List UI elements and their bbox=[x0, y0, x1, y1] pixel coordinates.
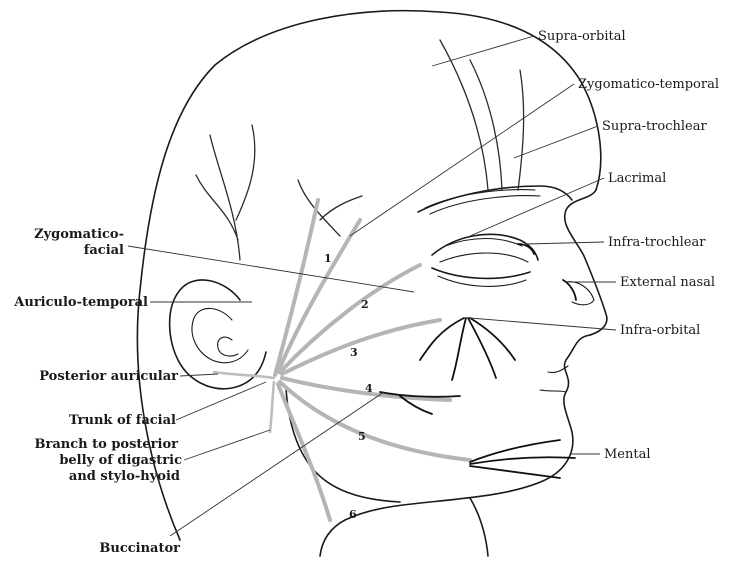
label-infra-trochlear: Infra-trochlear bbox=[608, 235, 706, 250]
ear-antihelix bbox=[192, 308, 248, 362]
branch-number-3: 3 bbox=[350, 346, 358, 359]
label-posterior-auricular: Posterior auricular bbox=[39, 369, 178, 384]
label-buccinator: Buccinator bbox=[99, 541, 180, 556]
leader-zygomatico-temporal bbox=[350, 84, 574, 236]
label-zygomatico-facial-line1: Zygomatico- bbox=[34, 227, 124, 242]
branch-number-6: 6 bbox=[349, 508, 357, 521]
label-branch-digastric-line2: belly of digastric bbox=[59, 453, 182, 468]
lower-eyelid bbox=[432, 268, 530, 278]
leader-infra-trochlear bbox=[526, 242, 604, 244]
label-infra-orbital: Infra-orbital bbox=[620, 323, 700, 338]
branch-number-4: 4 bbox=[365, 382, 373, 395]
leader-infra-orbital bbox=[470, 318, 616, 330]
mental-fan-2 bbox=[470, 457, 575, 464]
skull-outline bbox=[137, 11, 600, 540]
supratrochlear-vessel bbox=[518, 70, 524, 190]
leader-lines bbox=[128, 36, 616, 536]
label-auriculo-temporal: Auriculo-temporal bbox=[13, 295, 148, 310]
eyebrow-hatch-1 bbox=[425, 190, 535, 208]
label-mental: Mental bbox=[604, 447, 651, 462]
branch-number-1: 1 bbox=[324, 252, 332, 265]
leader-supra-orbital bbox=[432, 36, 534, 66]
label-supra-orbital: Supra-orbital bbox=[538, 29, 626, 44]
scalp-vessels bbox=[196, 40, 524, 260]
eyebrow bbox=[418, 186, 572, 212]
labels-left: Zygomatico- facial Auriculo-temporal Pos… bbox=[13, 227, 182, 556]
infra-orbital-fan-4 bbox=[470, 318, 515, 360]
branch-number-2: 2 bbox=[361, 298, 369, 311]
zygomatico-temporal-vessel bbox=[298, 180, 362, 236]
orbicularis-lines bbox=[438, 239, 528, 287]
facial-branch-temporal-1 bbox=[275, 200, 318, 375]
external-nasal-nerve bbox=[563, 280, 576, 300]
label-lacrimal: Lacrimal bbox=[608, 171, 666, 186]
leader-branch-digastric bbox=[184, 430, 270, 460]
ear-concha bbox=[218, 337, 238, 356]
facial-branch-temporal-2 bbox=[278, 220, 360, 372]
label-external-nasal: External nasal bbox=[620, 275, 715, 290]
eyebrow-hatch-2 bbox=[430, 196, 540, 214]
label-zygomatico-temporal: Zygomatico-temporal bbox=[578, 77, 719, 92]
neck-line bbox=[470, 498, 488, 556]
leader-posterior-auricular bbox=[180, 374, 218, 376]
facial-branch-posterior-auricular bbox=[214, 372, 274, 378]
label-supra-trochlear: Supra-trochlear bbox=[602, 119, 707, 134]
sensory-nerves bbox=[380, 244, 576, 478]
mental-fan-3 bbox=[470, 466, 560, 478]
facial-branch-digastric bbox=[270, 382, 274, 432]
label-zygomatico-facial-line2: facial bbox=[84, 243, 124, 258]
label-branch-digastric-line3: and stylo-hyoid bbox=[69, 469, 180, 484]
branch-number-5: 5 bbox=[358, 430, 366, 443]
label-trunk-of-facial: Trunk of facial bbox=[69, 413, 176, 428]
leader-trunk-of-facial bbox=[176, 382, 266, 420]
temporal-vessel-1 bbox=[196, 125, 255, 260]
supraorbital-vessel-1 bbox=[440, 40, 488, 190]
facial-nerve bbox=[214, 200, 470, 520]
eye-region bbox=[418, 186, 572, 286]
mouth-line bbox=[540, 390, 566, 392]
leader-zygomatico-facial bbox=[128, 246, 414, 292]
labels-right: Supra-orbital Zygomatico-temporal Supra-… bbox=[538, 29, 719, 462]
label-branch-digastric-line1: Branch to posterior bbox=[35, 437, 179, 452]
face-profile bbox=[320, 190, 607, 556]
leader-supra-trochlear bbox=[514, 126, 598, 158]
infra-orbital-fan-2 bbox=[452, 318, 466, 380]
